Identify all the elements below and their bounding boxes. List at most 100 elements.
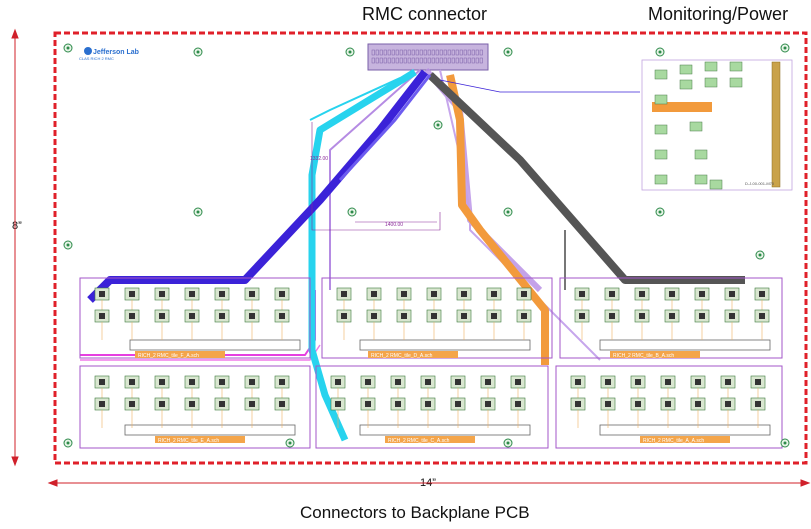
chip-footprint bbox=[274, 309, 290, 340]
chip-footprint bbox=[630, 375, 646, 406]
mounting-hole bbox=[285, 438, 295, 448]
chip-footprint bbox=[456, 309, 472, 340]
logo-subtext: CLAS RICH 2 RMC bbox=[79, 56, 114, 61]
chip-footprint bbox=[570, 397, 586, 428]
chip-footprint bbox=[724, 309, 740, 340]
rmc-connector-label: RMC connector bbox=[362, 4, 488, 24]
chip-footprint bbox=[604, 287, 620, 318]
chip-footprint bbox=[244, 309, 260, 340]
internal-dimensions: 1332.00 1400.00 bbox=[310, 122, 441, 231]
chip-footprint bbox=[154, 375, 170, 406]
height-dimension-label: 8” bbox=[12, 220, 22, 232]
chip-footprint bbox=[694, 309, 710, 340]
rmc-connector bbox=[367, 43, 489, 71]
mounting-hole bbox=[503, 438, 513, 448]
monitoring-power-label: Monitoring/Power bbox=[648, 4, 789, 24]
chip-footprint bbox=[330, 375, 346, 406]
chip-footprint bbox=[634, 287, 650, 318]
chip-footprint bbox=[754, 309, 770, 340]
mounting-hole bbox=[780, 438, 790, 448]
component-footprints bbox=[94, 287, 770, 428]
chip-footprint bbox=[660, 397, 676, 428]
chip-footprint bbox=[94, 375, 110, 406]
module-bottom-right-label: RICH_2 RMC_tile_A_A.sch bbox=[643, 438, 704, 444]
chip-footprint bbox=[750, 375, 766, 406]
chip-footprint bbox=[214, 375, 230, 406]
chip-footprint bbox=[336, 309, 352, 340]
chip-footprint bbox=[690, 375, 706, 406]
chip-footprint bbox=[154, 309, 170, 340]
chip-footprint bbox=[420, 397, 436, 428]
chip-footprint bbox=[600, 375, 616, 406]
chip-footprint bbox=[456, 287, 472, 318]
chip-footprint bbox=[94, 397, 110, 428]
width-dimension-arrow bbox=[47, 479, 811, 487]
chip-footprint bbox=[154, 397, 170, 428]
module-top-middle-label: RICH_2 RMC_tile_D_A.sch bbox=[371, 353, 433, 359]
chip-footprint bbox=[634, 309, 650, 340]
chip-footprint bbox=[426, 287, 442, 318]
mounting-hole bbox=[63, 43, 73, 53]
jefferson-lab-logo: Jefferson Lab CLAS RICH 2 RMC bbox=[79, 47, 139, 61]
chip-footprint bbox=[600, 397, 616, 428]
module-top-right-label: RICH_2 RMC_tile_B_A.sch bbox=[613, 353, 674, 359]
backplane-connectors-label: Connectors to Backplane PCB bbox=[300, 503, 530, 522]
chip-footprint bbox=[244, 397, 260, 428]
module-bottom-right: RICH_2 RMC_tile_A_A.sch bbox=[555, 365, 783, 449]
chip-footprint bbox=[426, 309, 442, 340]
chip-footprint bbox=[184, 375, 200, 406]
mounting-hole bbox=[503, 207, 513, 217]
mounting-hole bbox=[655, 47, 665, 57]
mounting-hole bbox=[345, 47, 355, 57]
chip-footprint bbox=[154, 287, 170, 318]
chip-footprint bbox=[720, 397, 736, 428]
chip-footprint bbox=[214, 309, 230, 340]
mounting-hole bbox=[755, 250, 765, 260]
chip-footprint bbox=[184, 397, 200, 428]
chip-footprint bbox=[396, 287, 412, 318]
chip-footprint bbox=[390, 397, 406, 428]
chip-footprint bbox=[336, 287, 352, 318]
chip-footprint bbox=[274, 397, 290, 428]
chip-footprint bbox=[184, 287, 200, 318]
mounting-hole bbox=[655, 207, 665, 217]
module-bottom-left: RICH_2 RMC_tile_E_A.sch bbox=[79, 365, 311, 449]
chip-footprint bbox=[630, 397, 646, 428]
chip-footprint bbox=[184, 309, 200, 340]
mounting-hole bbox=[780, 43, 790, 53]
chip-footprint bbox=[664, 309, 680, 340]
mounting-hole bbox=[63, 240, 73, 250]
part-id-text: D-J-00-001-M70 bbox=[745, 181, 775, 186]
chip-footprint bbox=[516, 287, 532, 318]
logo-text: Jefferson Lab bbox=[93, 49, 139, 56]
chip-footprint bbox=[450, 397, 466, 428]
chip-footprint bbox=[480, 397, 496, 428]
chip-footprint bbox=[360, 375, 376, 406]
mounting-holes bbox=[63, 43, 790, 448]
chip-footprint bbox=[750, 397, 766, 428]
chip-footprint bbox=[124, 397, 140, 428]
chip-footprint bbox=[330, 397, 346, 428]
chip-footprint bbox=[516, 309, 532, 340]
mounting-hole bbox=[347, 207, 357, 217]
chip-footprint bbox=[574, 287, 590, 318]
dim-inner-left-text: 1332.00 bbox=[310, 156, 328, 162]
signal-routing bbox=[80, 68, 745, 442]
chip-footprint bbox=[660, 375, 676, 406]
chip-footprint bbox=[574, 309, 590, 340]
module-top-right: RICH_2 RMC_tile_B_A.sch bbox=[559, 277, 783, 359]
dim-inner-mid-text: 1400.00 bbox=[385, 222, 403, 228]
module-bottom-left-label: RICH_2 RMC_tile_E_A.sch bbox=[158, 438, 219, 444]
mounting-hole bbox=[193, 47, 203, 57]
mounting-hole bbox=[433, 120, 443, 130]
module-top-left-label: RICH_2 RMC_tile_F_A.sch bbox=[138, 353, 199, 359]
chip-footprint bbox=[390, 375, 406, 406]
mounting-hole bbox=[63, 438, 73, 448]
module-top-left: RICH_2 RMC_tile_F_A.sch bbox=[79, 277, 311, 359]
mounting-hole bbox=[193, 207, 203, 217]
chip-footprint bbox=[396, 309, 412, 340]
height-dimension-arrow bbox=[11, 28, 19, 467]
mounting-hole bbox=[503, 47, 513, 57]
module-bottom-middle-label: RICH_2 RMC_tile_C_A.sch bbox=[388, 438, 450, 444]
